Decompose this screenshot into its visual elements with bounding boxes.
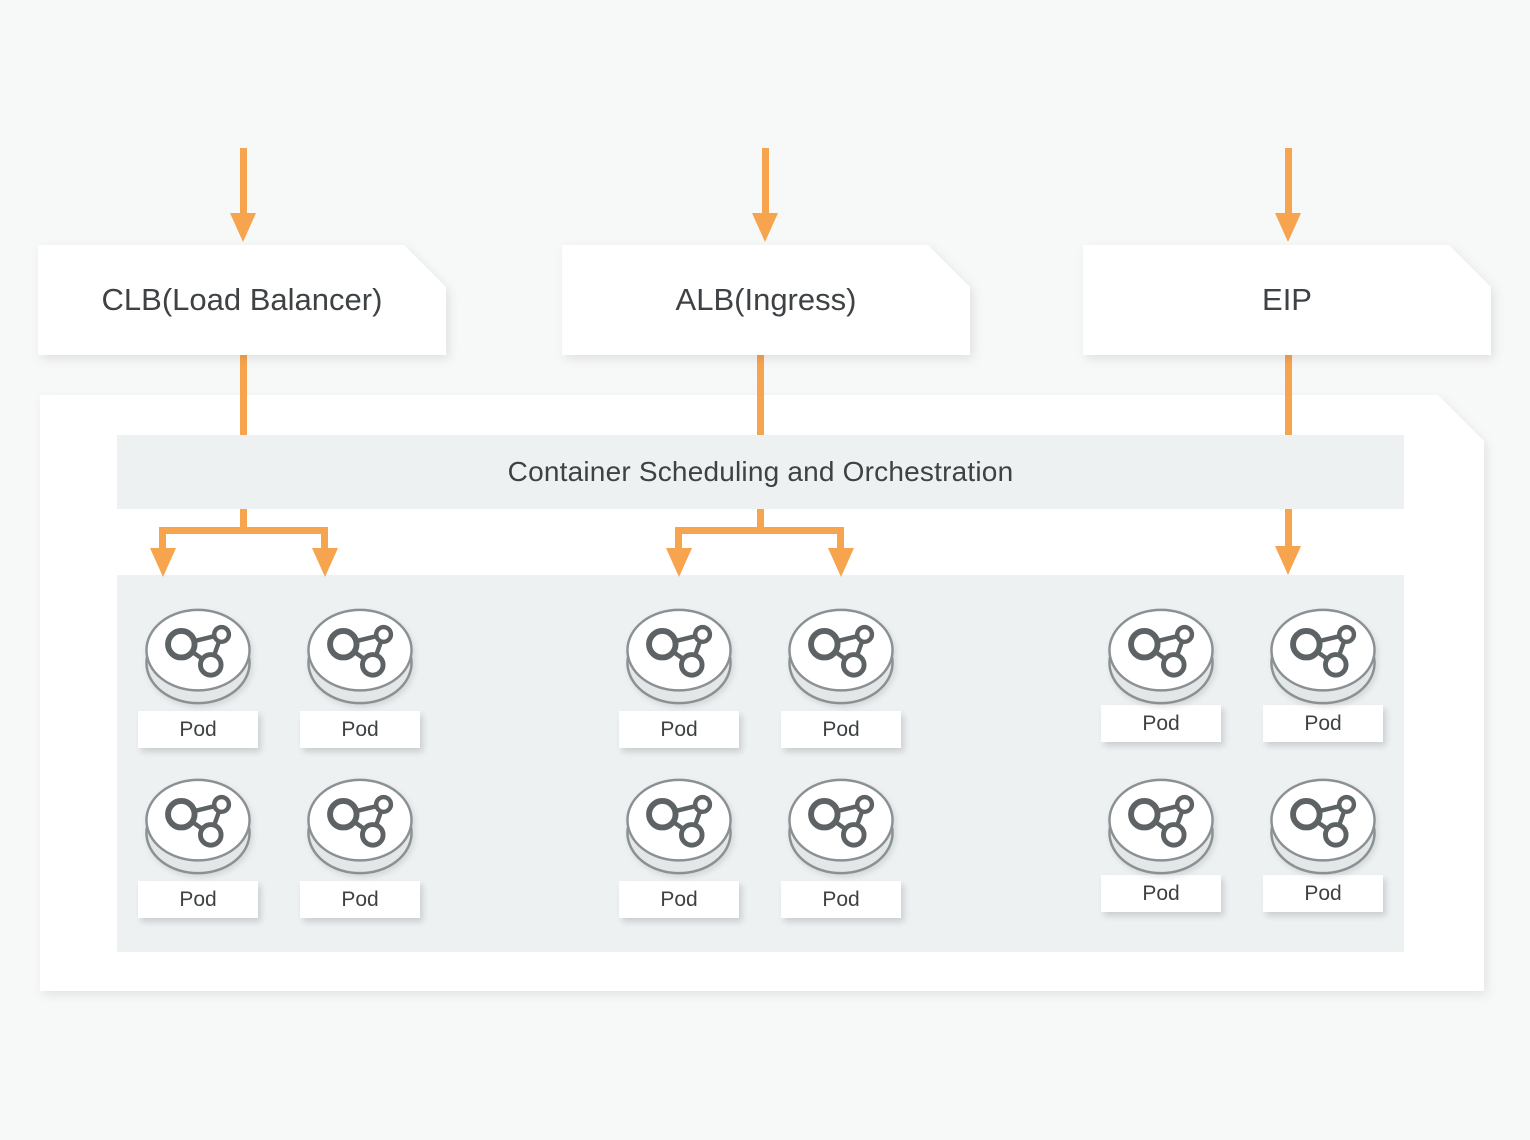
clb-branch-right-line	[321, 526, 328, 550]
pod-item: Pod	[138, 607, 258, 748]
pod-label: Pod	[1101, 875, 1221, 912]
alb-branch-left-arrowhead-icon	[665, 548, 692, 577]
alb-node: ALB(Ingress)	[562, 245, 970, 355]
pod-cylinder-icon	[626, 778, 732, 875]
pod-item: Pod	[619, 607, 739, 748]
clb-branch-left-arrowhead-icon	[149, 548, 176, 577]
pod-item: Pod	[1263, 607, 1383, 742]
pod-label: Pod	[781, 711, 901, 748]
clb-branch-bar	[159, 526, 328, 534]
pod-item: Pod	[1101, 607, 1221, 742]
alb-inbound-arrow-line	[761, 148, 769, 214]
pod-cylinder-icon	[1270, 778, 1376, 875]
molecule-icon	[646, 794, 713, 848]
pod-label: Pod	[138, 711, 258, 748]
pod-item: Pod	[300, 777, 420, 918]
pod-item: Pod	[300, 607, 420, 748]
molecule-icon	[808, 624, 875, 678]
alb-branch-right-arrowhead-icon	[827, 548, 854, 577]
pod-label: Pod	[619, 881, 739, 918]
molecule-icon	[165, 794, 232, 848]
molecule-icon	[1290, 794, 1357, 848]
pod-label: Pod	[1101, 705, 1221, 742]
pod-label: Pod	[300, 881, 420, 918]
pod-cylinder-icon	[788, 608, 894, 705]
pod-cylinder-icon	[307, 608, 413, 705]
molecule-icon	[165, 624, 232, 678]
clb-node-label: CLB(Load Balancer)	[101, 282, 383, 317]
pod-label: Pod	[619, 711, 739, 748]
pod-label: Pod	[300, 711, 420, 748]
pod-cylinder-icon	[145, 608, 251, 705]
eip-inbound-arrow-line	[1284, 148, 1292, 214]
pod-label: Pod	[1263, 705, 1383, 742]
pod-cylinder-icon	[626, 608, 732, 705]
molecule-icon	[1128, 794, 1195, 848]
pod-item: Pod	[781, 777, 901, 918]
molecule-icon	[1290, 624, 1357, 678]
pod-cylinder-icon	[1108, 778, 1214, 875]
molecule-icon	[808, 794, 875, 848]
pod-item: Pod	[781, 607, 901, 748]
orchestration-header-label: Container Scheduling and Orchestration	[507, 456, 1014, 487]
eip-inbound-arrowhead-icon	[1275, 213, 1301, 242]
molecule-icon	[646, 624, 713, 678]
clb-node: CLB(Load Balancer)	[38, 245, 446, 355]
molecule-icon	[1128, 624, 1195, 678]
orchestration-header: Container Scheduling and Orchestration	[117, 435, 1404, 509]
clb-node-box: CLB(Load Balancer)	[38, 245, 446, 355]
clb-branch-right-arrowhead-icon	[311, 548, 338, 577]
pod-cylinder-icon	[1270, 608, 1376, 705]
pod-cylinder-icon	[788, 778, 894, 875]
molecule-icon	[327, 794, 394, 848]
pod-label: Pod	[1263, 875, 1383, 912]
alb-node-box: ALB(Ingress)	[562, 245, 970, 355]
pod-label: Pod	[138, 881, 258, 918]
pod-item: Pod	[1263, 777, 1383, 912]
pod-cylinder-icon	[145, 778, 251, 875]
eip-node-label: EIP	[1262, 282, 1312, 317]
pod-item: Pod	[619, 777, 739, 918]
pod-cylinder-icon	[307, 778, 413, 875]
alb-node-label: ALB(Ingress)	[675, 282, 857, 317]
pods-panel: Pod Pod	[117, 575, 1404, 952]
alb-branch-left-line	[675, 526, 682, 550]
pod-item: Pod	[1101, 777, 1221, 912]
clb-inbound-arrow-line	[239, 148, 247, 214]
alb-inbound-arrowhead-icon	[752, 213, 778, 242]
pod-label: Pod	[781, 881, 901, 918]
eip-node: EIP	[1083, 245, 1491, 355]
alb-branch-right-line	[837, 526, 844, 550]
alb-branch-bar	[675, 526, 844, 534]
pod-cylinder-icon	[1108, 608, 1214, 705]
molecule-icon	[327, 624, 394, 678]
clb-inbound-arrowhead-icon	[230, 213, 256, 242]
pod-item: Pod	[138, 777, 258, 918]
eip-arrowhead-icon	[1275, 546, 1301, 575]
eip-node-box: EIP	[1083, 245, 1491, 355]
clb-branch-left-line	[159, 526, 166, 550]
